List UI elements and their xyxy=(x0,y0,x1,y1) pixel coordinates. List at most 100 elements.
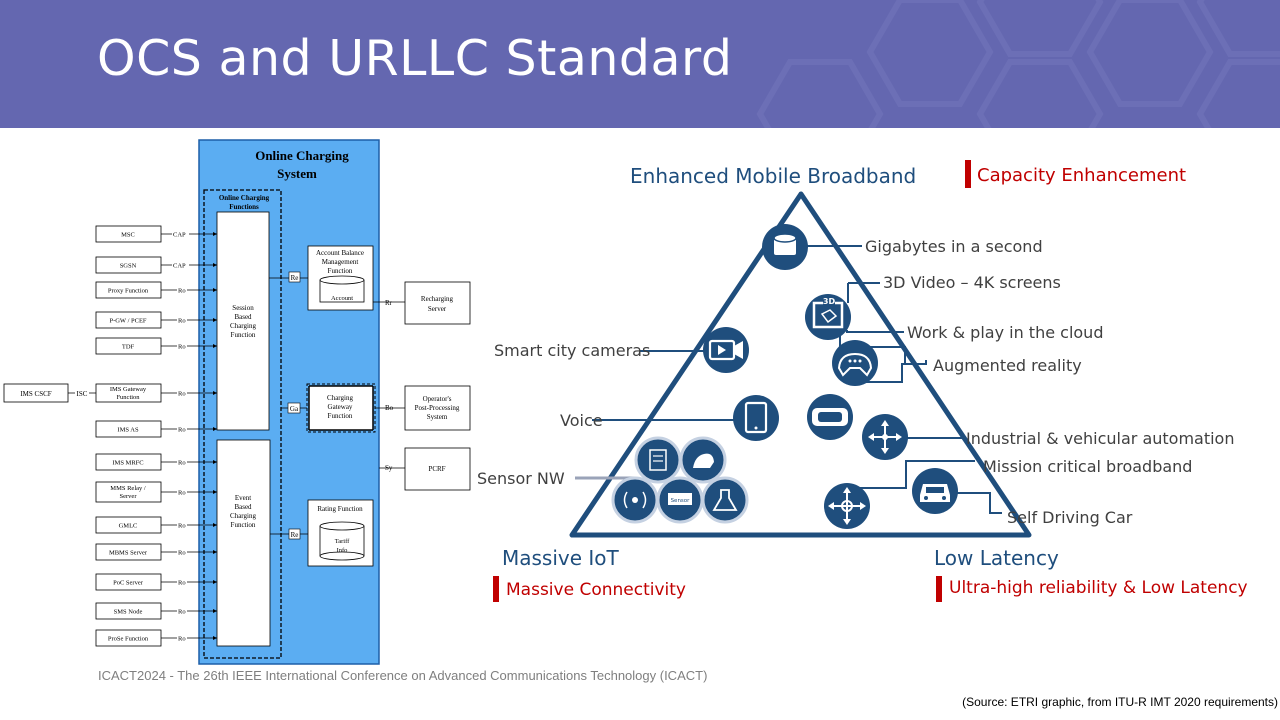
ebcf-line1: Event xyxy=(235,494,251,502)
ocs-title-line2: System xyxy=(277,166,317,181)
charging-gateway-function xyxy=(308,385,374,431)
left-node-iface-6: Ro xyxy=(178,427,186,434)
ocs-diagram: Online Charging System Online Charging F… xyxy=(3,139,471,665)
left-node-label-1: SGSN xyxy=(120,263,137,270)
ims-cscf-label: IMS CSCF xyxy=(20,390,51,398)
left-node-label-8-0: MMS Relay / xyxy=(110,485,146,492)
footer-text: ICACT2024 - The 26th IEEE International … xyxy=(98,668,708,683)
left-node-iface-3: Ro xyxy=(178,318,186,325)
vr-headset-icon xyxy=(807,394,853,440)
left-node-label-4: TDF xyxy=(122,344,135,351)
left-node-8: MMS Relay /Server Ro xyxy=(95,481,217,503)
low-latency-title: Low Latency xyxy=(934,546,1059,570)
3d-video-icon: 3D xyxy=(805,294,851,340)
abmf-line3: Function xyxy=(328,267,353,275)
label-smart-city: Smart city cameras xyxy=(494,341,650,360)
rating-function-label: Rating Function xyxy=(317,505,363,513)
embb-tag-bar xyxy=(965,160,971,188)
label-cloud: Work & play in the cloud xyxy=(907,323,1103,342)
left-node-iface-7: Ro xyxy=(178,460,186,467)
post-processing-line2: Post-Processing xyxy=(415,404,460,412)
source-note: (Source: ETRI graphic, from ITU-R IMT 20… xyxy=(962,695,1278,709)
ebcf-line2: Based xyxy=(234,503,252,511)
post-processing-line3: System xyxy=(427,413,448,421)
account-database-icon xyxy=(319,275,365,303)
online-charging-functions-box xyxy=(203,189,282,659)
abmf-line1: Account Balance xyxy=(316,249,364,257)
interface-rr: Rr xyxy=(385,299,393,307)
left-node-2: Proxy Function Ro xyxy=(95,281,217,299)
left-node-iface-10: Ro xyxy=(178,550,186,557)
label-gigabytes: Gigabytes in a second xyxy=(865,237,1043,256)
embb-title: Enhanced Mobile Broadband xyxy=(630,164,916,188)
svg-text:Re: Re xyxy=(291,531,299,539)
sbcf-line1: Session xyxy=(232,304,254,312)
left-node-iface-12: Ro xyxy=(178,609,186,616)
left-node-0: MSC CAP xyxy=(95,225,217,243)
cgf-line2: Gateway xyxy=(328,403,353,411)
left-node-iface-13: Ro xyxy=(178,636,186,643)
left-node-label-13: ProSe Function xyxy=(108,636,149,643)
left-node-iface-0: CAP xyxy=(173,232,186,239)
left-node-label-9: GMLC xyxy=(119,523,138,530)
ocf-title-line2: Functions xyxy=(229,203,259,211)
left-node-label-7: IMS MRFC xyxy=(112,460,143,467)
title-banner: OCS and URLLC Standard xyxy=(0,0,1280,128)
left-node-label-2: Proxy Function xyxy=(108,288,149,295)
camera-icon xyxy=(703,327,749,373)
interface-ga: Ga xyxy=(287,402,301,414)
sbcf-line2: Based xyxy=(234,313,252,321)
sensor-network-icons: Sensor xyxy=(611,436,749,524)
latency-tag-bar xyxy=(936,576,942,602)
left-node-iface-2: Ro xyxy=(178,288,186,295)
massive-iot-title: Massive IoT xyxy=(502,546,620,570)
tariff-database-icon xyxy=(319,521,365,561)
latency-tag: Ultra-high reliability & Low Latency xyxy=(949,578,1248,598)
left-node-iface-4: Ro xyxy=(178,344,186,351)
left-node-label-6: IMS AS xyxy=(117,427,139,434)
svg-text:Ga: Ga xyxy=(290,405,299,413)
embb-tag: Capacity Enhancement xyxy=(977,165,1186,186)
left-node-label-0: MSC xyxy=(121,232,135,239)
tariff-info-line1: Tariff xyxy=(335,538,350,545)
svg-text:Re: Re xyxy=(291,274,299,282)
interface-sy: Sy xyxy=(385,464,393,472)
post-processing-line1: Operator's xyxy=(423,395,452,403)
svg-text:Sensor: Sensor xyxy=(671,498,691,504)
label-voice: Voice xyxy=(560,411,603,430)
label-self-driving: Self Driving Car xyxy=(1007,508,1133,527)
left-node-label-5-1: Function xyxy=(116,394,140,401)
left-node-label-3: P-GW / PCEF xyxy=(109,318,146,325)
left-node-iface-8: Ro xyxy=(178,490,186,497)
left-node-label-11: PoC Server xyxy=(113,580,144,587)
left-node-label-10: MBMS Server xyxy=(109,550,148,557)
pcrf-label: PCRF xyxy=(428,465,445,473)
tariff-info-line2: Info xyxy=(337,547,348,554)
slide-title: OCS and URLLC Standard xyxy=(97,30,733,87)
left-node-iface-5: Ro xyxy=(178,391,186,398)
sbcf-line4: Function xyxy=(231,331,256,339)
label-sensor-nw: Sensor NW xyxy=(477,469,565,488)
ocf-title-line1: Online Charging xyxy=(219,194,270,202)
tablet-icon xyxy=(733,395,779,441)
ebcf-line3: Charging xyxy=(230,512,256,520)
cgf-line1: Charging xyxy=(327,394,353,402)
sbcf-line3: Charging xyxy=(230,322,256,330)
database-icon xyxy=(762,224,808,270)
left-node-label-5-0: IMS Gateway xyxy=(110,386,147,393)
svg-text:3D: 3D xyxy=(823,297,836,306)
left-node-13: ProSe Function Ro xyxy=(95,629,217,647)
pcrf-box xyxy=(404,447,471,491)
gamepad-icon xyxy=(832,340,878,386)
left-node-label-8-1: Server xyxy=(120,493,138,500)
hexagon-pattern xyxy=(756,0,1280,128)
imt2020-triangle-diagram: Enhanced Mobile Broadband Capacity Enhan… xyxy=(477,160,1248,602)
interface-re-bottom: Re xyxy=(288,528,301,540)
recharging-server-line2: Server xyxy=(428,305,447,313)
